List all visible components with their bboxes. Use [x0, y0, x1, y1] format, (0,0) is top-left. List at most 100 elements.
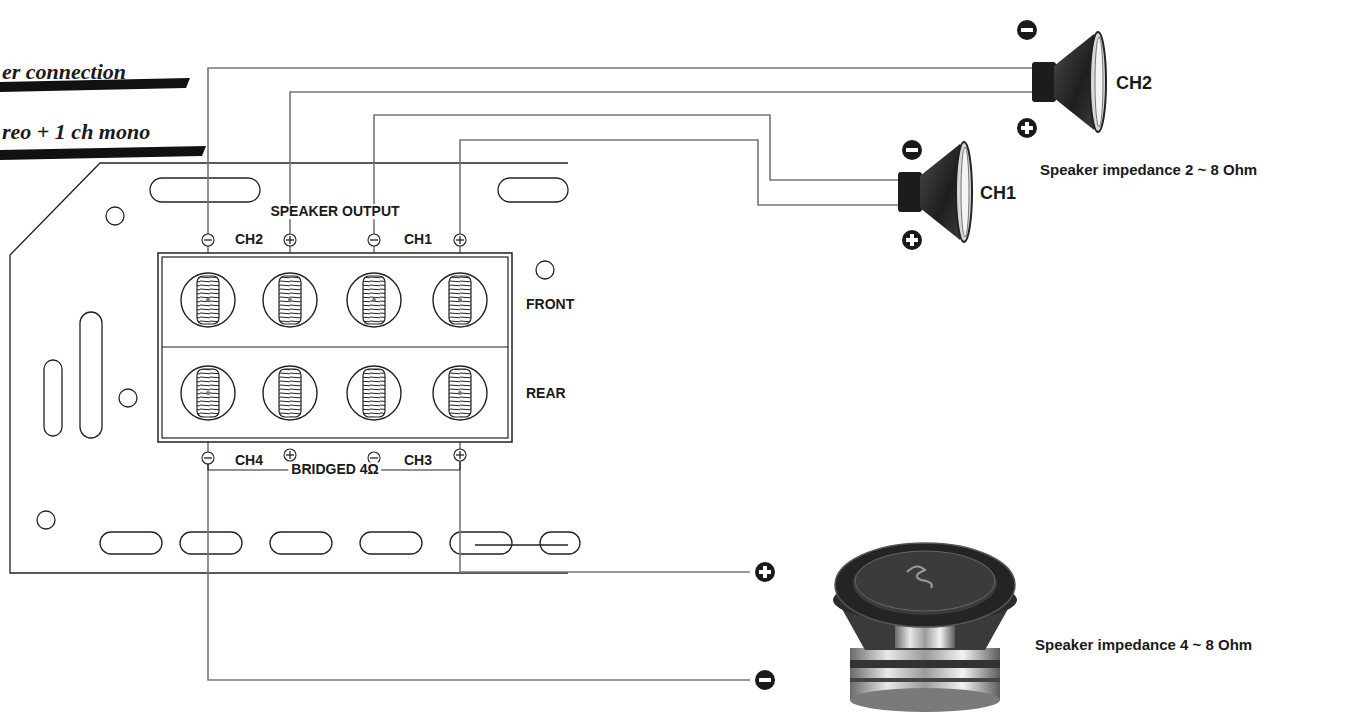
row-label: FRONT: [526, 297, 574, 312]
plus-symbol: [284, 234, 296, 246]
amp-panel-edge: [475, 544, 568, 545]
mounting-slot: [270, 532, 332, 554]
screw-terminal: [433, 273, 487, 327]
screw-terminal: [347, 273, 401, 327]
symbol-bar: [370, 457, 378, 458]
speaker-rim-inner: [961, 147, 969, 237]
wire-end: [288, 298, 292, 302]
wire-end: [206, 298, 210, 302]
mounting-slot: [498, 178, 568, 202]
terminal-screw-thread: [197, 276, 219, 324]
bridge-label: BRIDGED 4Ω: [288, 462, 381, 477]
speaker-label: CH1: [980, 184, 1016, 204]
heading: er connection: [2, 60, 126, 84]
icon-bar: [1021, 28, 1033, 32]
mounting-slot: [180, 532, 242, 554]
terminal-screw-thread: [449, 369, 471, 417]
terminal-screw-thread: [363, 369, 385, 417]
speaker-magnet: [898, 172, 922, 212]
terminal-divider: [162, 346, 508, 347]
channel-label: CH2: [235, 232, 263, 247]
icon-bar: [910, 234, 914, 246]
subwoofer-magnet-ring: [850, 660, 1000, 668]
panel-label: SPEAKER OUTPUT: [267, 204, 402, 219]
wire-end: [206, 391, 210, 395]
speaker-rim: [956, 142, 972, 242]
row-label: REAR: [526, 386, 566, 401]
minus-icon: [1017, 20, 1037, 40]
minus-icon: [902, 140, 922, 160]
minus-symbol: [202, 234, 214, 246]
speaker-cone: [1054, 34, 1094, 130]
mounting-slot: [360, 532, 422, 554]
terminal-block: [158, 253, 512, 442]
mounting-slot: [44, 360, 62, 436]
terminal-screw-thread: [279, 369, 301, 417]
screw-terminal: [347, 366, 401, 420]
terminal-screw-thread: [279, 276, 301, 324]
screw-terminal: [181, 366, 235, 420]
plus-icon: [1017, 118, 1037, 138]
minus-icon: [755, 670, 775, 690]
speaker-cone: [920, 144, 960, 240]
amp-panel-outline: [10, 163, 568, 573]
icon-bar: [1025, 122, 1029, 134]
speaker-label: CH2: [1116, 74, 1152, 94]
heading-underline: [0, 146, 206, 160]
wire-end: [372, 298, 376, 302]
plus-symbol: [454, 449, 466, 461]
screw-terminal: [263, 273, 317, 327]
minus-symbol: [368, 234, 380, 246]
impedance-note: Speaker impedance 4 ~ 8 Ohm: [1035, 637, 1252, 654]
plus-symbol: [454, 234, 466, 246]
subwoofer-magnet-base: [850, 688, 1000, 712]
mounting-hole: [106, 207, 124, 225]
impedance-note: Speaker impedance 2 ~ 8 Ohm: [1040, 162, 1257, 179]
mounting-slot: [80, 312, 102, 438]
subwoofer-cone: [853, 551, 997, 615]
subwoofer-cone-edge: [855, 551, 995, 611]
mounting-hole: [536, 261, 554, 279]
plus-icon: [902, 230, 922, 250]
symbol-bar: [204, 239, 212, 240]
terminal-screw-thread: [197, 369, 219, 417]
symbol-bar: [459, 236, 460, 244]
minus-symbol: [202, 452, 214, 464]
wire-end: [458, 298, 462, 302]
mounting-hole: [119, 389, 137, 407]
subwoofer-magnet-ring: [850, 678, 1000, 682]
mounting-slot: [540, 532, 580, 554]
subwoofer-logo: [907, 566, 932, 588]
channel-label: CH1: [404, 232, 432, 247]
icon-bar: [763, 566, 767, 578]
speaker-rim-inner: [1095, 37, 1103, 127]
heading: reo + 1 ch mono: [2, 120, 150, 144]
subwoofer-surround: [835, 543, 1015, 627]
mounting-slot: [100, 532, 162, 554]
symbol-bar: [459, 451, 460, 459]
channel-label: CH3: [404, 453, 432, 468]
channel-label: CH4: [235, 453, 263, 468]
screw-terminal: [181, 273, 235, 327]
terminal-block-inner: [162, 257, 508, 438]
screw-terminal: [263, 366, 317, 420]
plus-symbol: [284, 449, 296, 461]
speaker-wire: [460, 140, 898, 300]
icon-bar: [759, 678, 771, 682]
wire-end: [458, 391, 462, 395]
speaker-magnet: [1032, 62, 1056, 102]
icon-bar: [906, 148, 918, 152]
symbol-bar: [289, 451, 290, 459]
mounting-hole: [37, 511, 55, 529]
terminal-screw-thread: [363, 276, 385, 324]
mounting-slot: [150, 178, 260, 202]
terminal-screw-thread: [449, 276, 471, 324]
speaker-rim: [1090, 32, 1106, 132]
symbol-bar: [204, 457, 212, 458]
screw-terminal: [433, 366, 487, 420]
symbol-bar: [289, 236, 290, 244]
plus-icon: [755, 562, 775, 582]
symbol-bar: [370, 239, 378, 240]
